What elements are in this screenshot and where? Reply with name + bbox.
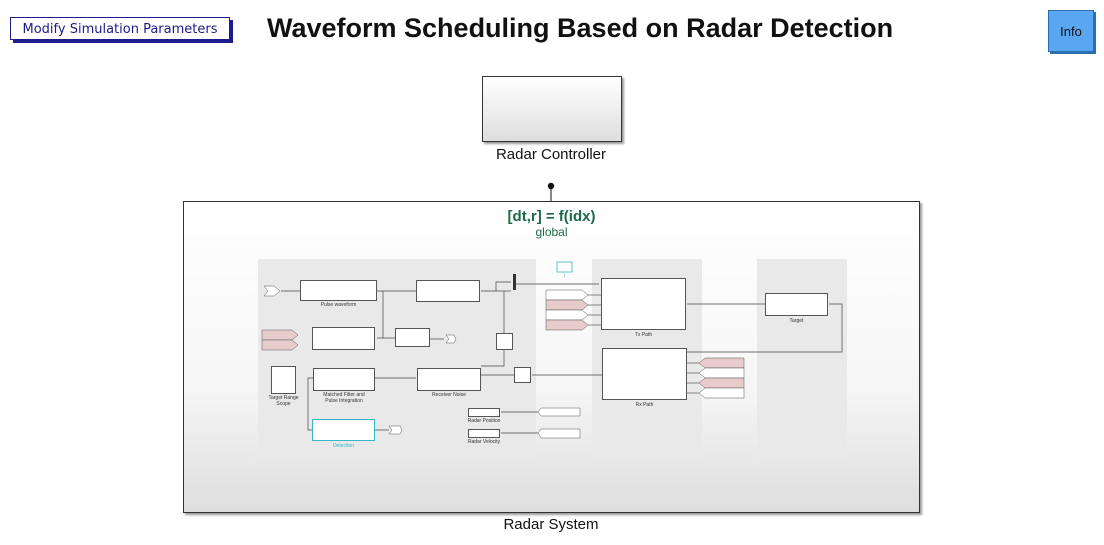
rx-path-block[interactable] [602, 348, 687, 400]
target-block[interactable] [765, 293, 828, 316]
rx-path-label: Rx Path [635, 402, 654, 408]
target-label: Target [789, 318, 804, 324]
page-title: Waveform Scheduling Based on Radar Detec… [267, 13, 894, 43]
radar-controller-label: Radar Controller [495, 146, 607, 163]
info-button[interactable]: Info [1048, 10, 1094, 52]
tx-path-label: Tx Path [634, 332, 653, 338]
radar-system-label: Radar System [503, 516, 599, 533]
index-block[interactable] [395, 328, 430, 347]
sum-block[interactable] [496, 333, 513, 350]
matched-filter-block[interactable] [313, 368, 375, 391]
receiver-noise-label: Receiver Noise [432, 392, 466, 398]
radar-position-label: Radar Position [467, 418, 501, 424]
delay-block[interactable] [514, 367, 531, 383]
detection-block[interactable] [312, 419, 375, 441]
function-scope-label: global [535, 225, 568, 239]
detection-label: Detection [332, 443, 355, 449]
global-connector [547, 182, 555, 202]
target-range-scope-block[interactable] [271, 366, 296, 394]
target-area [757, 259, 847, 459]
radar-controller-block[interactable] [482, 76, 622, 142]
radar-position-block[interactable] [468, 408, 500, 417]
modify-simulation-parameters-button[interactable]: Modify Simulation Parameters [10, 17, 230, 40]
signal-wiring [261, 261, 843, 439]
waveform-switch-block[interactable] [416, 280, 480, 302]
radar-system-block[interactable]: [dt,r] = f(idx) global [183, 201, 920, 513]
radar-velocity-block[interactable] [468, 429, 500, 438]
pulse-waveform-label: Pulse waveform [320, 302, 357, 308]
tx-path-block[interactable] [601, 278, 686, 330]
tiny-block-label: t [563, 273, 566, 279]
radar-velocity-label: Radar Velocity [467, 439, 501, 445]
pulse-waveform-block[interactable] [300, 280, 377, 301]
function-signature: [dt,r] = f(idx) [507, 208, 596, 225]
receiver-noise-block[interactable] [417, 368, 481, 391]
scheduler-block[interactable] [312, 327, 375, 350]
